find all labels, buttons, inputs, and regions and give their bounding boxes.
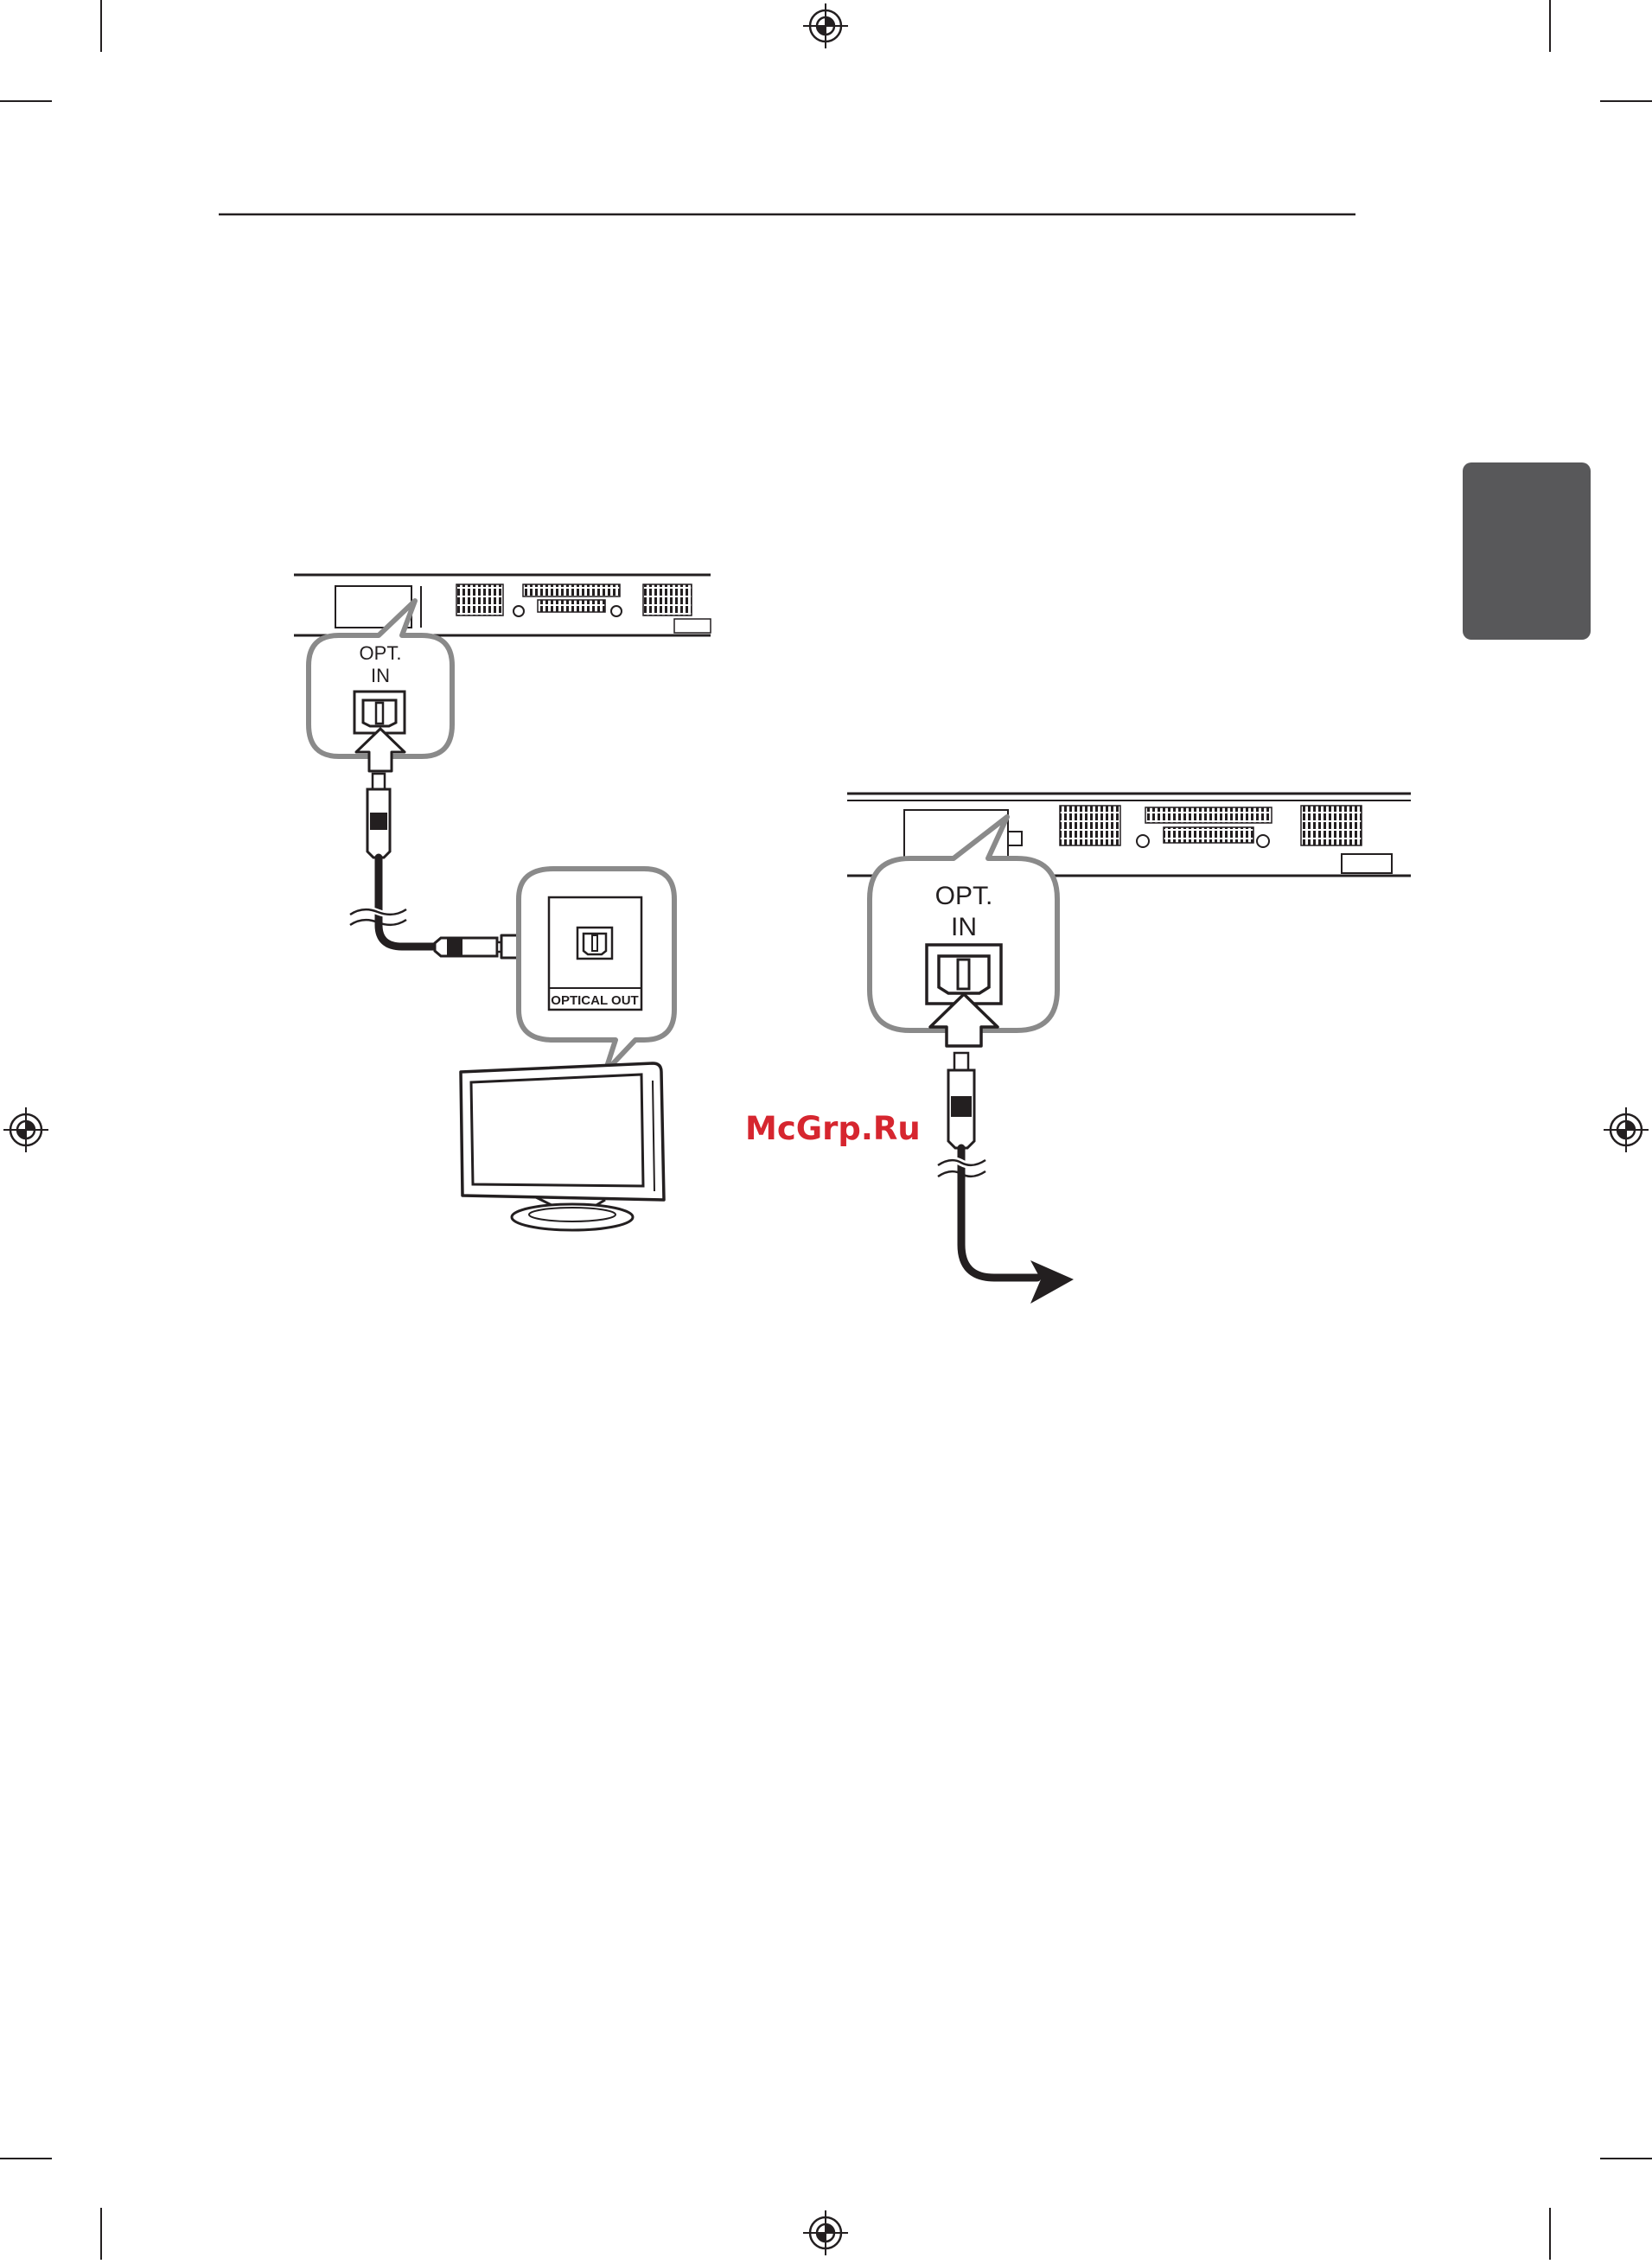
left-connection-diagram: OPT. IN bbox=[294, 575, 711, 1230]
registration-mark-top bbox=[803, 3, 848, 48]
optical-out-callout: OPTICAL OUT bbox=[519, 869, 674, 1072]
optical-out-label: OPTICAL OUT bbox=[551, 993, 638, 1008]
registration-mark-bottom bbox=[803, 2210, 848, 2255]
cable-direction-arrow-icon bbox=[1030, 1260, 1074, 1304]
opt-in-label-line1: OPT. bbox=[360, 642, 402, 664]
soundbar-rear-panel-left bbox=[294, 575, 711, 635]
optical-plug-icon-right bbox=[948, 1053, 974, 1148]
opt-in-label-line2: IN bbox=[371, 665, 390, 686]
tv-icon bbox=[461, 1063, 664, 1230]
opt-in-label-line2-right: IN bbox=[951, 913, 977, 941]
optical-plug-tv-icon bbox=[435, 938, 511, 956]
optical-port-icon bbox=[354, 692, 405, 733]
registration-mark-left bbox=[3, 1107, 48, 1152]
opt-in-label-line1-right: OPT. bbox=[935, 882, 993, 910]
watermark-text: McGrp.Ru bbox=[745, 1110, 921, 1147]
optical-plug-icon bbox=[367, 774, 390, 858]
optical-cable bbox=[379, 858, 441, 947]
right-connection-diagram: OPT. IN bbox=[847, 794, 1411, 1304]
chapter-tab bbox=[1463, 462, 1591, 640]
registration-mark-right bbox=[1604, 1107, 1649, 1152]
